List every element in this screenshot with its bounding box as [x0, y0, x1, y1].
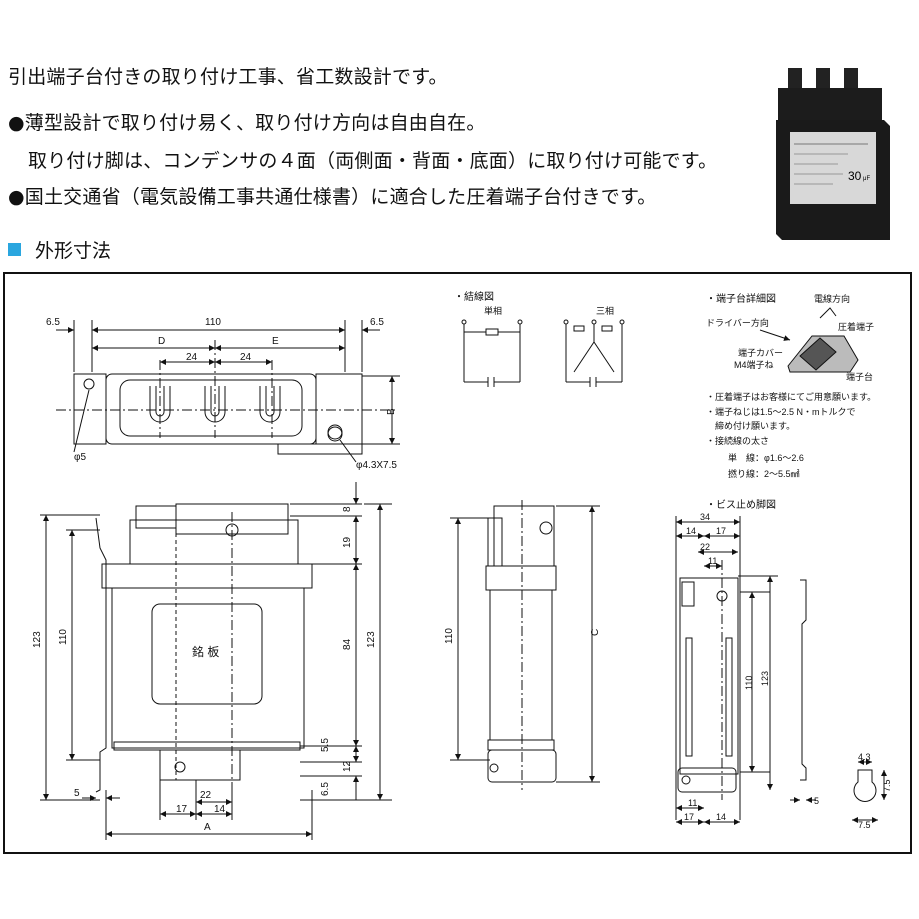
- dim-6-5-right: 6.5: [370, 317, 384, 328]
- terminal-title: ・端子台詳細図: [706, 292, 776, 305]
- dim-22: 22: [200, 790, 212, 801]
- dim-24a: 24: [186, 352, 198, 363]
- bracket-dim-110: 110: [744, 676, 754, 690]
- wiring-title: ・結線図: [454, 290, 494, 303]
- dim-84: 84: [342, 638, 353, 650]
- keyhole-dim-7-5: 7.5: [882, 779, 892, 792]
- dimension-drawing-frame: [3, 272, 912, 854]
- bracket-title: ・ビス止め脚図: [706, 498, 776, 511]
- dim-6-5-left: 6.5: [46, 317, 60, 328]
- bracket-dim-5: 5: [814, 796, 819, 806]
- photo-label: 30: [848, 169, 862, 183]
- section-header: 外形寸法: [8, 236, 111, 263]
- terminal-cover-label: 端子カバー: [738, 347, 783, 358]
- dim-E: E: [272, 336, 279, 347]
- dim-6-5: 6.5: [320, 782, 331, 796]
- side-dim-110: 110: [444, 628, 455, 644]
- terminal-detail: ・端子台詳細図 電線方向 ドライバー方向 圧着端子 端子カバー M4端子ね 端子…: [706, 292, 876, 479]
- bullet-icon: ●: [8, 112, 25, 134]
- dim-A: A: [204, 822, 211, 833]
- feature-text-3: 国土交通省（電気設備工事共通仕様書）に適合した圧着端子台付きです。: [24, 186, 657, 208]
- dim-123-left: 123: [32, 631, 43, 648]
- slot-label: φ4.3X7.5: [356, 460, 397, 471]
- side-dim-C: C: [590, 629, 601, 636]
- feature-line-1: ●薄型設計で取り付け易く、取り付け方向は自由自在。: [8, 108, 486, 135]
- hole-phi5: φ5: [74, 452, 86, 463]
- terminal-block-label: 端子台: [846, 371, 873, 382]
- section-title: 外形寸法: [35, 240, 112, 262]
- dim-110-left: 110: [58, 629, 69, 645]
- bracket-dim-14: 14: [686, 526, 696, 536]
- driver-direction-label: ドライバー方向: [706, 317, 769, 328]
- photo-unit: μF: [863, 176, 870, 182]
- stranded-wire: 撚り線：2～5.5㎟: [728, 468, 800, 479]
- feature-line-3: ●国土交通省（電気設備工事共通仕様書）に適合した圧着端子台付きです。: [8, 182, 656, 209]
- dim-12: 12: [342, 760, 353, 772]
- m4-screw-label: M4端子ね: [734, 359, 774, 370]
- dim-110: 110: [205, 317, 221, 328]
- dim-14: 14: [214, 804, 226, 815]
- nameplate-label: 銘 板: [192, 644, 219, 659]
- dim-B: B: [386, 408, 397, 415]
- bracket-dim-14b: 14: [716, 812, 726, 822]
- note-1: ・圧着端子はお客様にてご用意願います。: [706, 391, 876, 402]
- note-3: 締め付け願います。: [706, 420, 795, 431]
- bracket-dim-11b: 11: [688, 798, 697, 808]
- dim-19: 19: [342, 536, 353, 548]
- front-view: 銘 板 123 110 5 8 19 84 5.5 12 6.5: [32, 482, 392, 840]
- section-square-icon: [8, 243, 21, 256]
- dim-D: D: [158, 336, 165, 347]
- dim-5-5: 5.5: [320, 738, 331, 752]
- wiring-three: 三相: [596, 305, 614, 316]
- product-photo: 30 μF: [776, 68, 890, 240]
- feature-line-2: 取り付け脚は、コンデンサの４面（両側面・背面・底面）に取り付け可能です。: [28, 150, 718, 172]
- keyhole-dim-4-3: 4.3: [858, 752, 871, 762]
- bracket-dim-123: 123: [760, 671, 770, 686]
- dim-8: 8: [342, 506, 353, 512]
- note-2: ・端子ねじは1.5～2.5 N・mトルクで: [706, 406, 856, 417]
- dim-24b: 24: [240, 352, 252, 363]
- intro-line: 引出端子台付きの取り付け工事、省工数設計です。: [8, 66, 448, 88]
- wiring-diagrams: ・結線図 単相 三相: [454, 290, 625, 387]
- note-4: ・接続線の太さ: [706, 435, 769, 446]
- feature-text-1: 薄型設計で取り付け易く、取り付け方向は自由自在。: [24, 112, 486, 134]
- single-wire: 単 線：φ1.6～2.6: [728, 452, 804, 463]
- dim-5: 5: [74, 788, 80, 799]
- bullet-icon: ●: [8, 186, 25, 208]
- wire-direction-label: 電線方向: [814, 293, 850, 304]
- bracket-dim-34: 34: [700, 512, 710, 522]
- bracket-dim-11: 11: [708, 556, 717, 566]
- wiring-single: 単相: [484, 305, 502, 316]
- side-view: 110 C: [444, 500, 601, 790]
- crimp-terminal-label: 圧着端子: [838, 321, 874, 332]
- dim-17: 17: [176, 804, 188, 815]
- bracket-dim-17: 17: [716, 526, 726, 536]
- dim-123-right: 123: [366, 631, 377, 648]
- bracket-dim-17b: 17: [684, 812, 694, 822]
- keyhole-dim-7-5b: 7.5: [858, 820, 871, 830]
- top-view: 110 6.5 6.5 D E 24 24 B φ5 φ4.3X7.5: [46, 317, 400, 471]
- bracket-drawing: ・ビス止め脚図 34 14 17 22 11 110 123 11 17 14: [675, 498, 892, 830]
- bracket-dim-22: 22: [700, 542, 710, 552]
